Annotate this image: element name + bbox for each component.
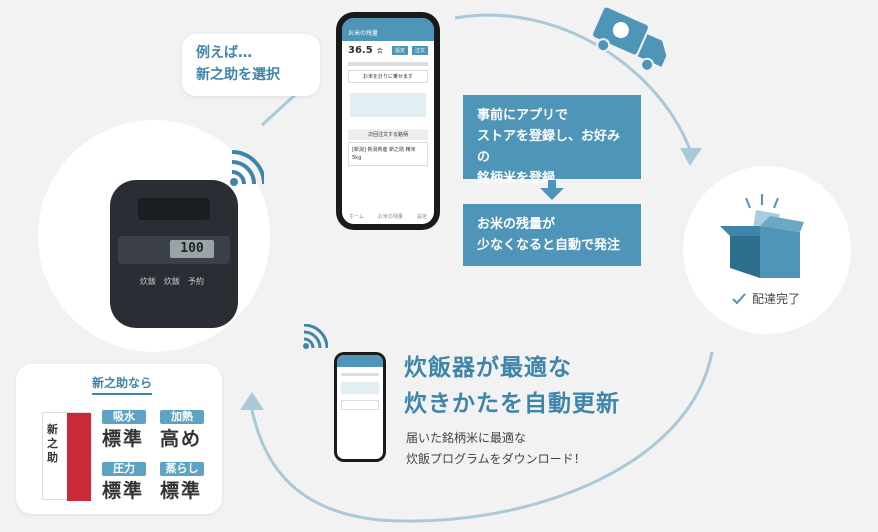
setting-label: 吸水 [102, 410, 146, 424]
step-line: 少なくなると自動で発注 [477, 238, 621, 253]
rice-setting-card: 新之助なら 新之助 吸水 標準 加熱 高め 圧力 標準 蒸らし 標準 [16, 364, 222, 514]
step-line: 銘柄米を登録 [477, 171, 556, 186]
settings-button[interactable]: 設定 [391, 46, 408, 55]
step-register-box: 事前にアプリで ストアを登録し、お好みの 銘柄米を登録 [463, 95, 641, 186]
rice-cooker: 100 炊飯 炊飯 予約 [110, 180, 238, 328]
cooker-button[interactable]: 炊飯 [140, 277, 156, 286]
step-line: 事前にアプリで [477, 108, 569, 123]
bar [341, 373, 379, 376]
cooker-button[interactable]: 予約 [188, 277, 204, 286]
delivery-done: 配達完了 [732, 290, 800, 307]
bubble-line: 例えば… [196, 45, 252, 61]
cooker-button[interactable]: 炊飯 [164, 277, 180, 286]
cooker-display: 100 [170, 240, 214, 258]
headline-line: 炊きかたを自動更新 [404, 391, 620, 417]
step-auto-order-box: お米の残量が 少なくなると自動で発注 [463, 204, 641, 266]
step-line: お米の残量が [477, 217, 556, 232]
phone-small [334, 352, 386, 462]
scale-illustration [350, 93, 426, 117]
setting-value: 高め [160, 428, 203, 450]
card-title: 新之助なら [92, 374, 153, 395]
nav-item[interactable]: 設定 [416, 214, 427, 220]
box-icon [720, 194, 804, 278]
rice-unit: 合 [376, 48, 383, 55]
setting-label: 加熱 [160, 410, 204, 424]
check-icon [732, 292, 746, 304]
delivery-truck-icon [592, 7, 667, 72]
cooker-lid-handle [138, 198, 210, 220]
nav-item[interactable]: ホーム [349, 214, 364, 220]
app-header-small [337, 355, 383, 367]
setting-value: 標準 [160, 480, 203, 502]
speech-bubble-select: 例えば… 新之助を選択 [182, 34, 320, 96]
down-arrow-icon [540, 180, 564, 200]
phone-screen: お米の残量 36.5 合 設定 注文 お米を計りに乗せます 次回注文する銘柄 [… [342, 18, 434, 224]
rice-bag: 新之助 [42, 412, 91, 501]
notice: お米を計りに乗せます [348, 70, 428, 83]
setting-label: 蒸らし [160, 462, 204, 476]
nav-item[interactable]: お米の残量 [377, 214, 403, 220]
order-title: 次回注文する銘柄 [348, 129, 428, 140]
order-box-small [341, 400, 379, 410]
arrow-head-left [240, 392, 264, 410]
headline-line: 炊飯器が最適な [404, 355, 572, 381]
order-button[interactable]: 注文 [411, 46, 428, 55]
rice-bag-stripe [67, 413, 91, 501]
arrow-bottom [250, 351, 714, 523]
subtext: 届いた銘柄米に最適な 炊飯プログラムをダウンロード！ [406, 428, 586, 470]
delivery-label: 配達完了 [752, 292, 801, 306]
app-header: お米の残量 [342, 18, 434, 41]
wifi-icon [230, 150, 264, 186]
setting-value: 標準 [102, 480, 145, 502]
bottom-nav: ホーム お米の残量 設定 [342, 213, 434, 220]
bubble-line: 新之助を選択 [196, 67, 280, 83]
setting-label: 圧力 [102, 462, 146, 476]
order-item[interactable]: [新潟] 新潟県産 新之助 精米 5kg [348, 142, 428, 166]
phone-small-screen [337, 355, 383, 459]
subtext-line: 届いた銘柄米に最適な [406, 431, 527, 445]
rice-bag-text: 新之助 [47, 423, 58, 464]
cooker-buttons: 炊飯 炊飯 予約 [140, 276, 204, 287]
arrow-head-right [680, 148, 702, 166]
progress-bar [348, 62, 428, 66]
subtext-line: 炊飯プログラムをダウンロード！ [406, 452, 586, 466]
wifi-icon-small [303, 324, 328, 349]
arrow-top-left [260, 92, 298, 127]
illustration [341, 382, 379, 394]
step-line: ストアを登録し、お好みの [477, 129, 621, 165]
phone-large: お米の残量 36.5 合 設定 注文 お米を計りに乗せます 次回注文する銘柄 [… [336, 12, 440, 230]
headline: 炊飯器が最適な 炊きかたを自動更新 [404, 350, 620, 422]
setting-value: 標準 [102, 428, 145, 450]
rice-amount: 36.5 [348, 45, 373, 56]
